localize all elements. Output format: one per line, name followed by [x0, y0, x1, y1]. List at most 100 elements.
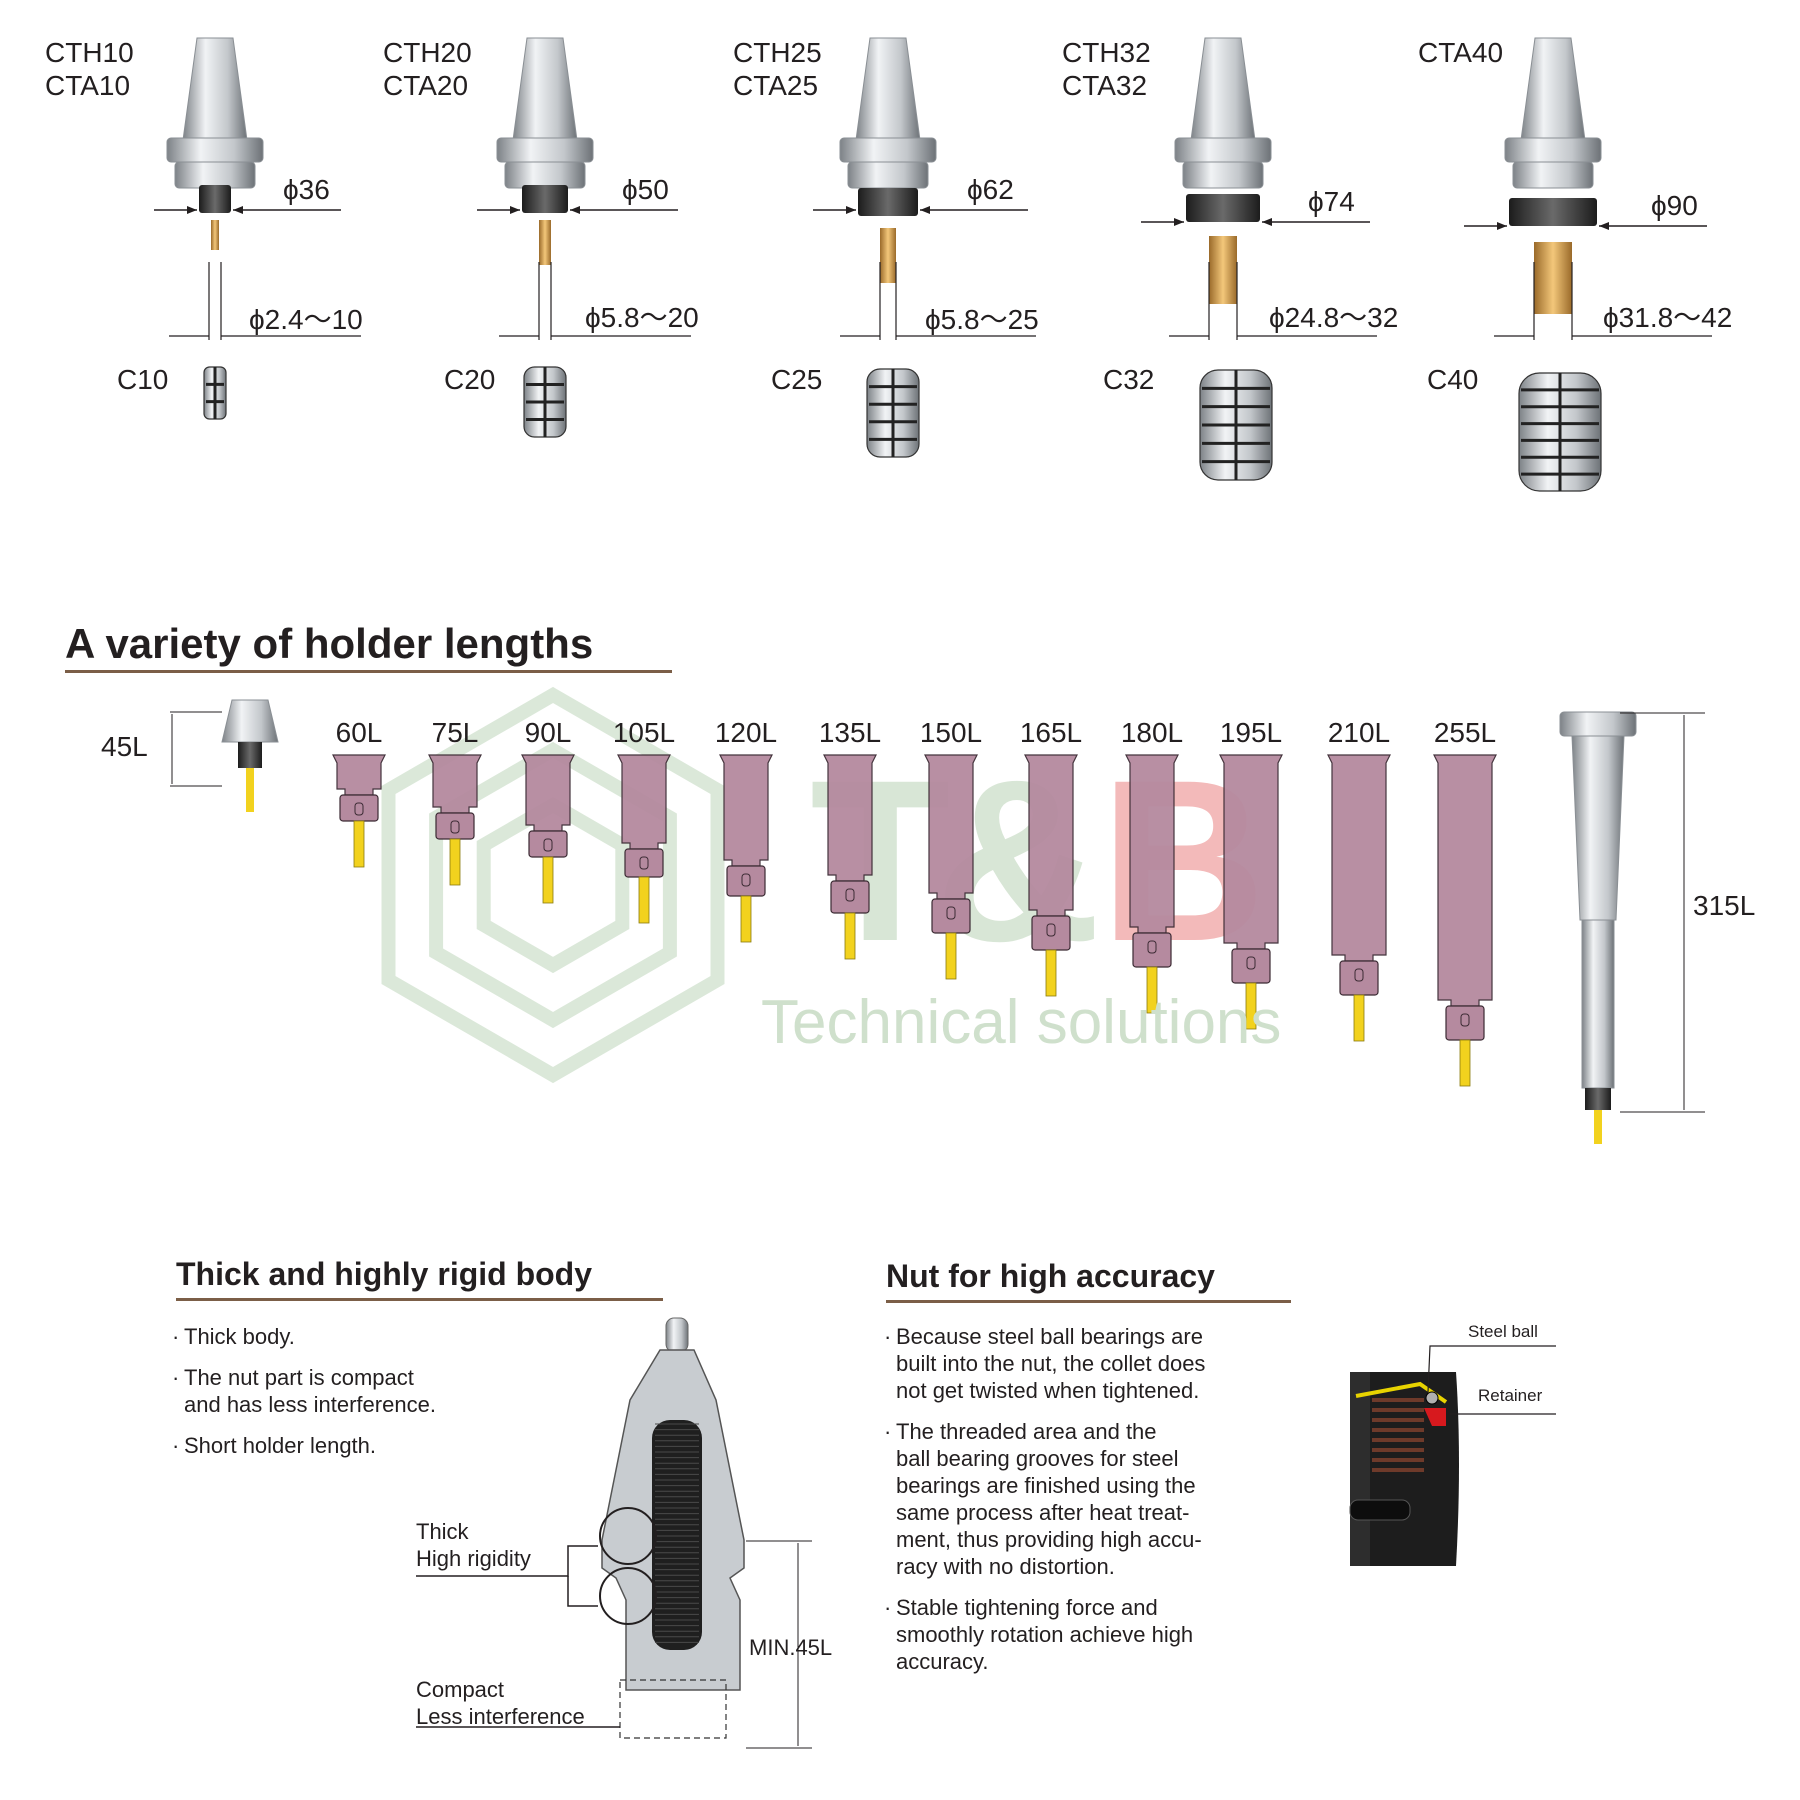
rigid-heading-rule: [176, 1298, 663, 1301]
length-label-60l: 60L: [335, 717, 383, 748]
length-label-105l: 105L: [612, 717, 676, 748]
callout-thick: Thick High rigidity: [416, 1519, 531, 1571]
label-steel-ball: Steel ball: [1468, 1322, 1538, 1341]
holder-model-1: CTH10 CTA10: [45, 37, 134, 101]
nut-arrowhead-left-2: [510, 206, 520, 214]
holder-tool-5: [1534, 242, 1572, 314]
rigid-bullet-2: The nut part is compact and has less int…: [172, 1364, 502, 1418]
length-holder-tool-2: [449, 838, 461, 886]
collet-label-5: C40: [1427, 364, 1479, 395]
clamp-range-2: ϕ5.8～20: [585, 302, 699, 333]
long-holder-body: [1571, 735, 1625, 921]
length-holder-tool-3: [542, 856, 554, 904]
nut-arrowhead-right-5: [1599, 222, 1609, 230]
length-label-210l: 210L: [1327, 717, 1391, 748]
clamp-range-3: ϕ5.8～25: [925, 304, 1039, 335]
length-holder-tool-12: [1459, 1039, 1471, 1087]
watermark-tagline: Technical solutions: [761, 988, 1282, 1057]
holder-tool-1: [211, 220, 219, 250]
length-holder-nut-8: [1031, 915, 1071, 951]
clamp-range-1: ϕ2.4～10: [249, 304, 363, 335]
holder-nut-3: [858, 188, 918, 216]
collet-label-3: C25: [771, 364, 823, 395]
watermark-hexagon-1: [381, 686, 725, 1084]
holder-taper-2: [512, 37, 578, 141]
holder-model-4: CTH32 CTA32: [1062, 37, 1151, 101]
holder-collar-3: [847, 161, 929, 189]
watermark-hexagon-3: [476, 796, 630, 974]
nut-bullet-1: Because steel ball bearings are built in…: [884, 1323, 1264, 1404]
nut-heading-rule: [886, 1300, 1291, 1303]
nut-steel-ball: [1425, 1391, 1439, 1405]
holder-taper-5: [1520, 37, 1586, 141]
lengths-heading: A variety of holder lengths: [65, 620, 594, 667]
holder-collar-4: [1182, 161, 1264, 189]
length-label-135l: 135L: [818, 717, 882, 748]
holder-tool-3: [880, 228, 896, 283]
length-holder-tool-9: [1146, 966, 1158, 1014]
length-holder-slot-6: [845, 888, 855, 902]
rigid-bullets: Thick body. The nut part is compact and …: [172, 1323, 502, 1473]
length-holder-slot-4: [639, 856, 649, 870]
length-holder-body-4: [617, 754, 671, 850]
length-holder-body-2: [428, 754, 482, 814]
holder-model-5: CTA40: [1418, 37, 1504, 68]
holder-nut-1: [199, 185, 231, 213]
length-holder-body-5: [719, 754, 773, 867]
length-holder-body-10: [1219, 754, 1283, 950]
short-holder-tool: [246, 768, 254, 812]
length-holder-tool-1: [353, 820, 365, 868]
length-holder-body-3: [521, 754, 575, 832]
length-holder-tool-10: [1245, 982, 1257, 1030]
holder-flange-2: [496, 137, 594, 163]
rigid-bullet-3: Short holder length.: [172, 1432, 502, 1459]
holder-flange-5: [1504, 137, 1602, 163]
holder-flange-3: [839, 137, 937, 163]
long-holder-flange: [1559, 711, 1637, 737]
length-holder-slot-11: [1354, 968, 1364, 982]
cutaway-threaded-shaft: [652, 1420, 702, 1650]
length-holder-slot-5: [741, 873, 751, 887]
holder-model-3: CTH25 CTA25: [733, 37, 822, 101]
nut-diameter-4: ϕ74: [1308, 186, 1355, 217]
length-label-195l: 195L: [1219, 717, 1283, 748]
nut-arrowhead-left-3: [846, 206, 856, 214]
nut-arrowhead-left-1: [187, 206, 197, 214]
length-holder-body-7: [924, 754, 978, 900]
callout-thick-leader-a: [416, 1545, 598, 1577]
long-holder-tool: [1594, 1110, 1602, 1144]
collet-label-2: C20: [444, 364, 496, 395]
holder-nut-5: [1509, 198, 1597, 226]
holder-taper-1: [182, 37, 248, 141]
length-holder-tool-4: [638, 876, 650, 924]
length-label-150l: 150L: [919, 717, 983, 748]
length-holder-body-9: [1125, 754, 1179, 934]
nut-retainer: [1424, 1408, 1446, 1426]
holder-nut-4: [1186, 194, 1260, 222]
length-label-75l: 75L: [431, 717, 479, 748]
nut-bullet-2: The threaded area and the ball bearing g…: [884, 1418, 1264, 1580]
length-label-255l: 255L: [1433, 717, 1497, 748]
min-length-label: MIN.45L: [749, 1635, 833, 1660]
length-holder-nut-11: [1339, 960, 1379, 996]
lengths-heading-rule: [65, 670, 672, 673]
callout-compact: Compact Less interference: [416, 1677, 585, 1729]
length-holder-slot-1: [354, 802, 364, 816]
length-label-90l: 90L: [524, 717, 572, 748]
cutaway-nut-outline: [619, 1679, 727, 1739]
nut-arrowhead-right-2: [570, 206, 580, 214]
length-label-180l: 180L: [1120, 717, 1184, 748]
length-holder-nut-3: [528, 830, 568, 858]
callout-thick-leader-b: [567, 1576, 598, 1607]
holder-collar-2: [504, 161, 586, 189]
length-holder-body-12: [1433, 754, 1497, 1007]
length-holder-nut-1: [339, 794, 379, 822]
length-label-min: 45L: [101, 731, 148, 762]
length-holder-body-6: [823, 754, 877, 882]
nut-arrowhead-right-1: [233, 206, 243, 214]
nut-heading: Nut for high accuracy: [886, 1258, 1215, 1294]
nut-bullets: Because steel ball bearings are built in…: [884, 1323, 1264, 1689]
length-holder-nut-12: [1445, 1005, 1485, 1041]
holder-taper-3: [855, 37, 921, 141]
length-holder-nut-9: [1132, 932, 1172, 968]
